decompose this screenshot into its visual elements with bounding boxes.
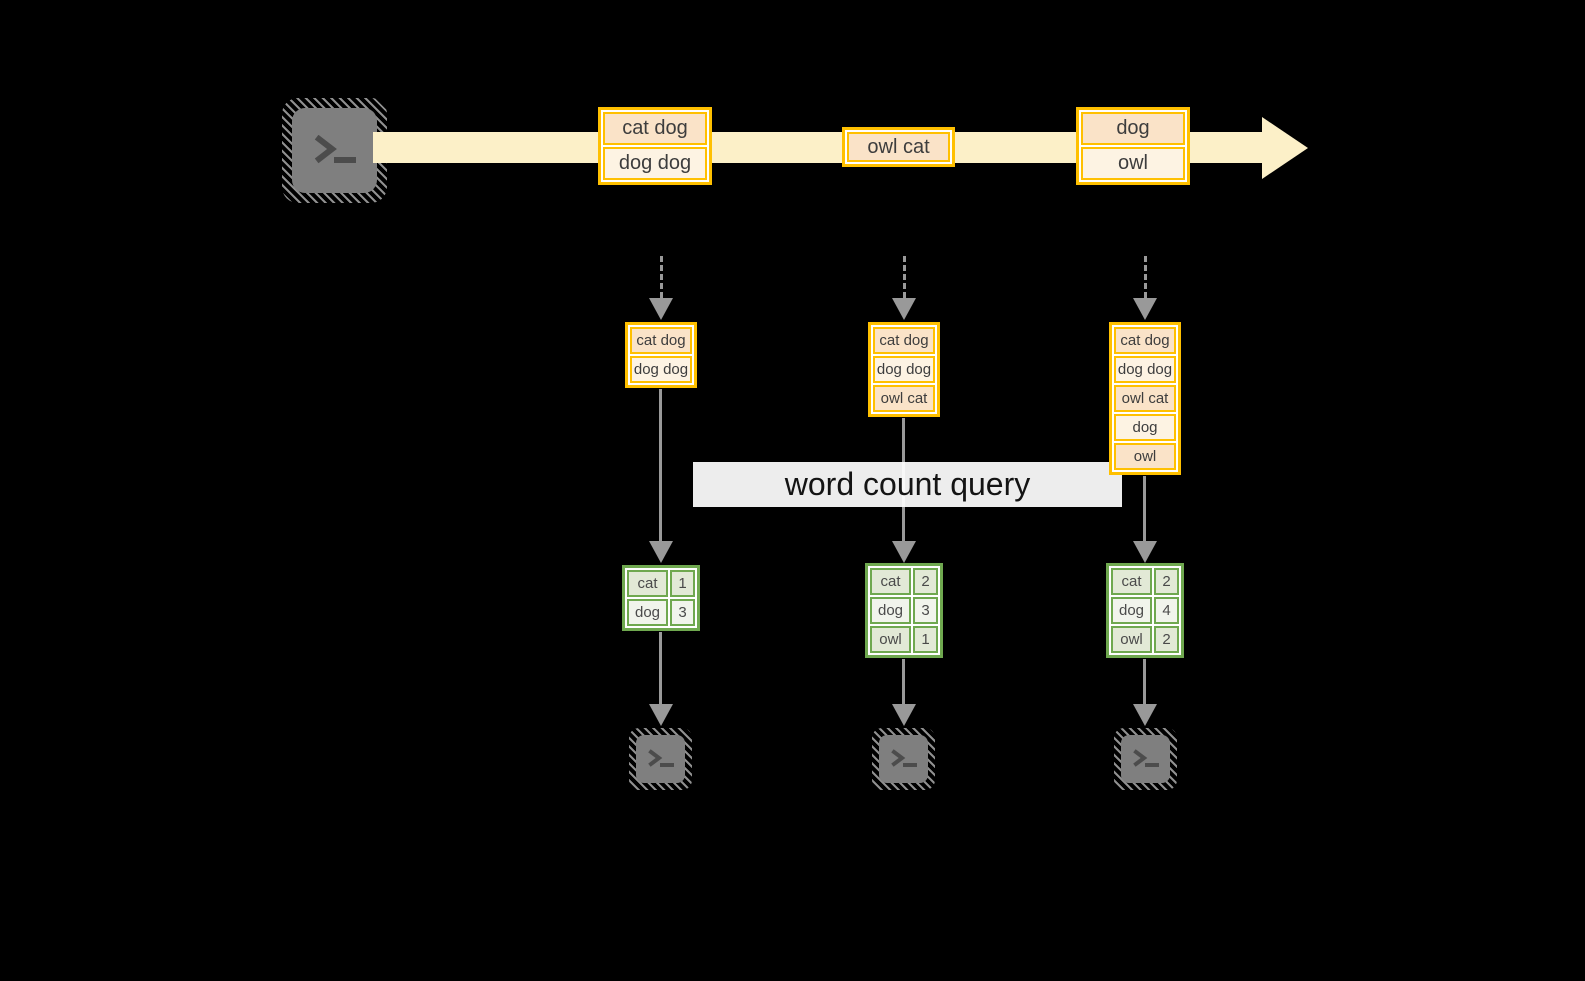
- arrowhead-icon: [1133, 541, 1157, 563]
- count-cell: 2: [913, 568, 938, 595]
- arrowhead-icon: [892, 298, 916, 320]
- connector-line: [659, 632, 662, 704]
- snapshot-item: owl: [1114, 443, 1176, 470]
- dashed-arrow-line: [660, 256, 663, 298]
- connector-line: [659, 389, 662, 541]
- terminal-prompt-icon: [890, 749, 917, 767]
- table-row: dog 3: [627, 599, 695, 626]
- word-count-table-1: cat 1 dog 3: [622, 565, 700, 631]
- terminal-screen: [636, 735, 685, 783]
- table-row: cat 2: [870, 568, 938, 595]
- snapshot-item: cat dog: [1114, 327, 1176, 354]
- connector-line: [902, 659, 905, 704]
- table-row: dog 3: [870, 597, 938, 624]
- snapshot-item: dog dog: [873, 356, 935, 383]
- snapshot-item: cat dog: [630, 327, 692, 354]
- terminal-icon: [1114, 728, 1177, 790]
- snapshot-item: owl cat: [1114, 385, 1176, 412]
- count-cell: 2: [1154, 568, 1179, 595]
- stream-arrowhead-icon: [1262, 117, 1308, 179]
- dashed-arrow-line: [1144, 256, 1147, 298]
- terminal-icon: [872, 728, 935, 790]
- table-row: cat 1: [627, 570, 695, 597]
- arrowhead-icon: [1133, 704, 1157, 726]
- batch-item: cat dog: [603, 112, 707, 145]
- batch-item: dog dog: [603, 147, 707, 180]
- table-row: owl 2: [1111, 626, 1179, 653]
- stream-batch-2: owl cat: [842, 127, 955, 167]
- word-cell: dog: [627, 599, 668, 626]
- snapshot-stack-3: cat dog dog dog owl cat dog owl: [1109, 322, 1181, 475]
- snapshot-item: cat dog: [873, 327, 935, 354]
- terminal-prompt-icon: [647, 749, 674, 767]
- snapshot-stack-2: cat dog dog dog owl cat: [868, 322, 940, 417]
- arrowhead-icon: [649, 541, 673, 563]
- word-cell: owl: [870, 626, 911, 653]
- word-count-table-2: cat 2 dog 3 owl 1: [865, 563, 943, 658]
- terminal-screen: [292, 108, 377, 193]
- terminal-icon: [282, 98, 387, 203]
- snapshot-item: owl cat: [873, 385, 935, 412]
- terminal-prompt-icon: [1132, 749, 1159, 767]
- snapshot-stack-1: cat dog dog dog: [625, 322, 697, 388]
- snapshot-item: dog dog: [1114, 356, 1176, 383]
- count-cell: 2: [1154, 626, 1179, 653]
- terminal-screen: [879, 735, 928, 783]
- arrowhead-icon: [892, 541, 916, 563]
- terminal-icon: [629, 728, 692, 790]
- count-cell: 1: [670, 570, 695, 597]
- count-cell: 1: [913, 626, 938, 653]
- count-cell: 3: [670, 599, 695, 626]
- connector-line: [1143, 476, 1146, 541]
- arrowhead-icon: [649, 298, 673, 320]
- word-cell: owl: [1111, 626, 1152, 653]
- batch-item: owl cat: [847, 132, 950, 162]
- table-row: cat 2: [1111, 568, 1179, 595]
- query-label: word count query: [693, 462, 1122, 507]
- stream-batch-3: dog owl: [1076, 107, 1190, 185]
- word-cell: dog: [1111, 597, 1152, 624]
- terminal-prompt-icon: [314, 134, 356, 163]
- batch-item: dog: [1081, 112, 1185, 145]
- count-cell: 3: [913, 597, 938, 624]
- arrowhead-icon: [649, 704, 673, 726]
- word-cell: cat: [870, 568, 911, 595]
- batch-item: owl: [1081, 147, 1185, 180]
- word-count-table-3: cat 2 dog 4 owl 2: [1106, 563, 1184, 658]
- snapshot-item: dog dog: [630, 356, 692, 383]
- count-cell: 4: [1154, 597, 1179, 624]
- connector-line: [1143, 659, 1146, 704]
- stream-batch-1: cat dog dog dog: [598, 107, 712, 185]
- word-cell: dog: [870, 597, 911, 624]
- arrowhead-icon: [892, 704, 916, 726]
- table-row: dog 4: [1111, 597, 1179, 624]
- dashed-arrow-line: [903, 256, 906, 298]
- word-cell: cat: [1111, 568, 1152, 595]
- terminal-screen: [1121, 735, 1170, 783]
- snapshot-item: dog: [1114, 414, 1176, 441]
- arrowhead-icon: [1133, 298, 1157, 320]
- word-cell: cat: [627, 570, 668, 597]
- table-row: owl 1: [870, 626, 938, 653]
